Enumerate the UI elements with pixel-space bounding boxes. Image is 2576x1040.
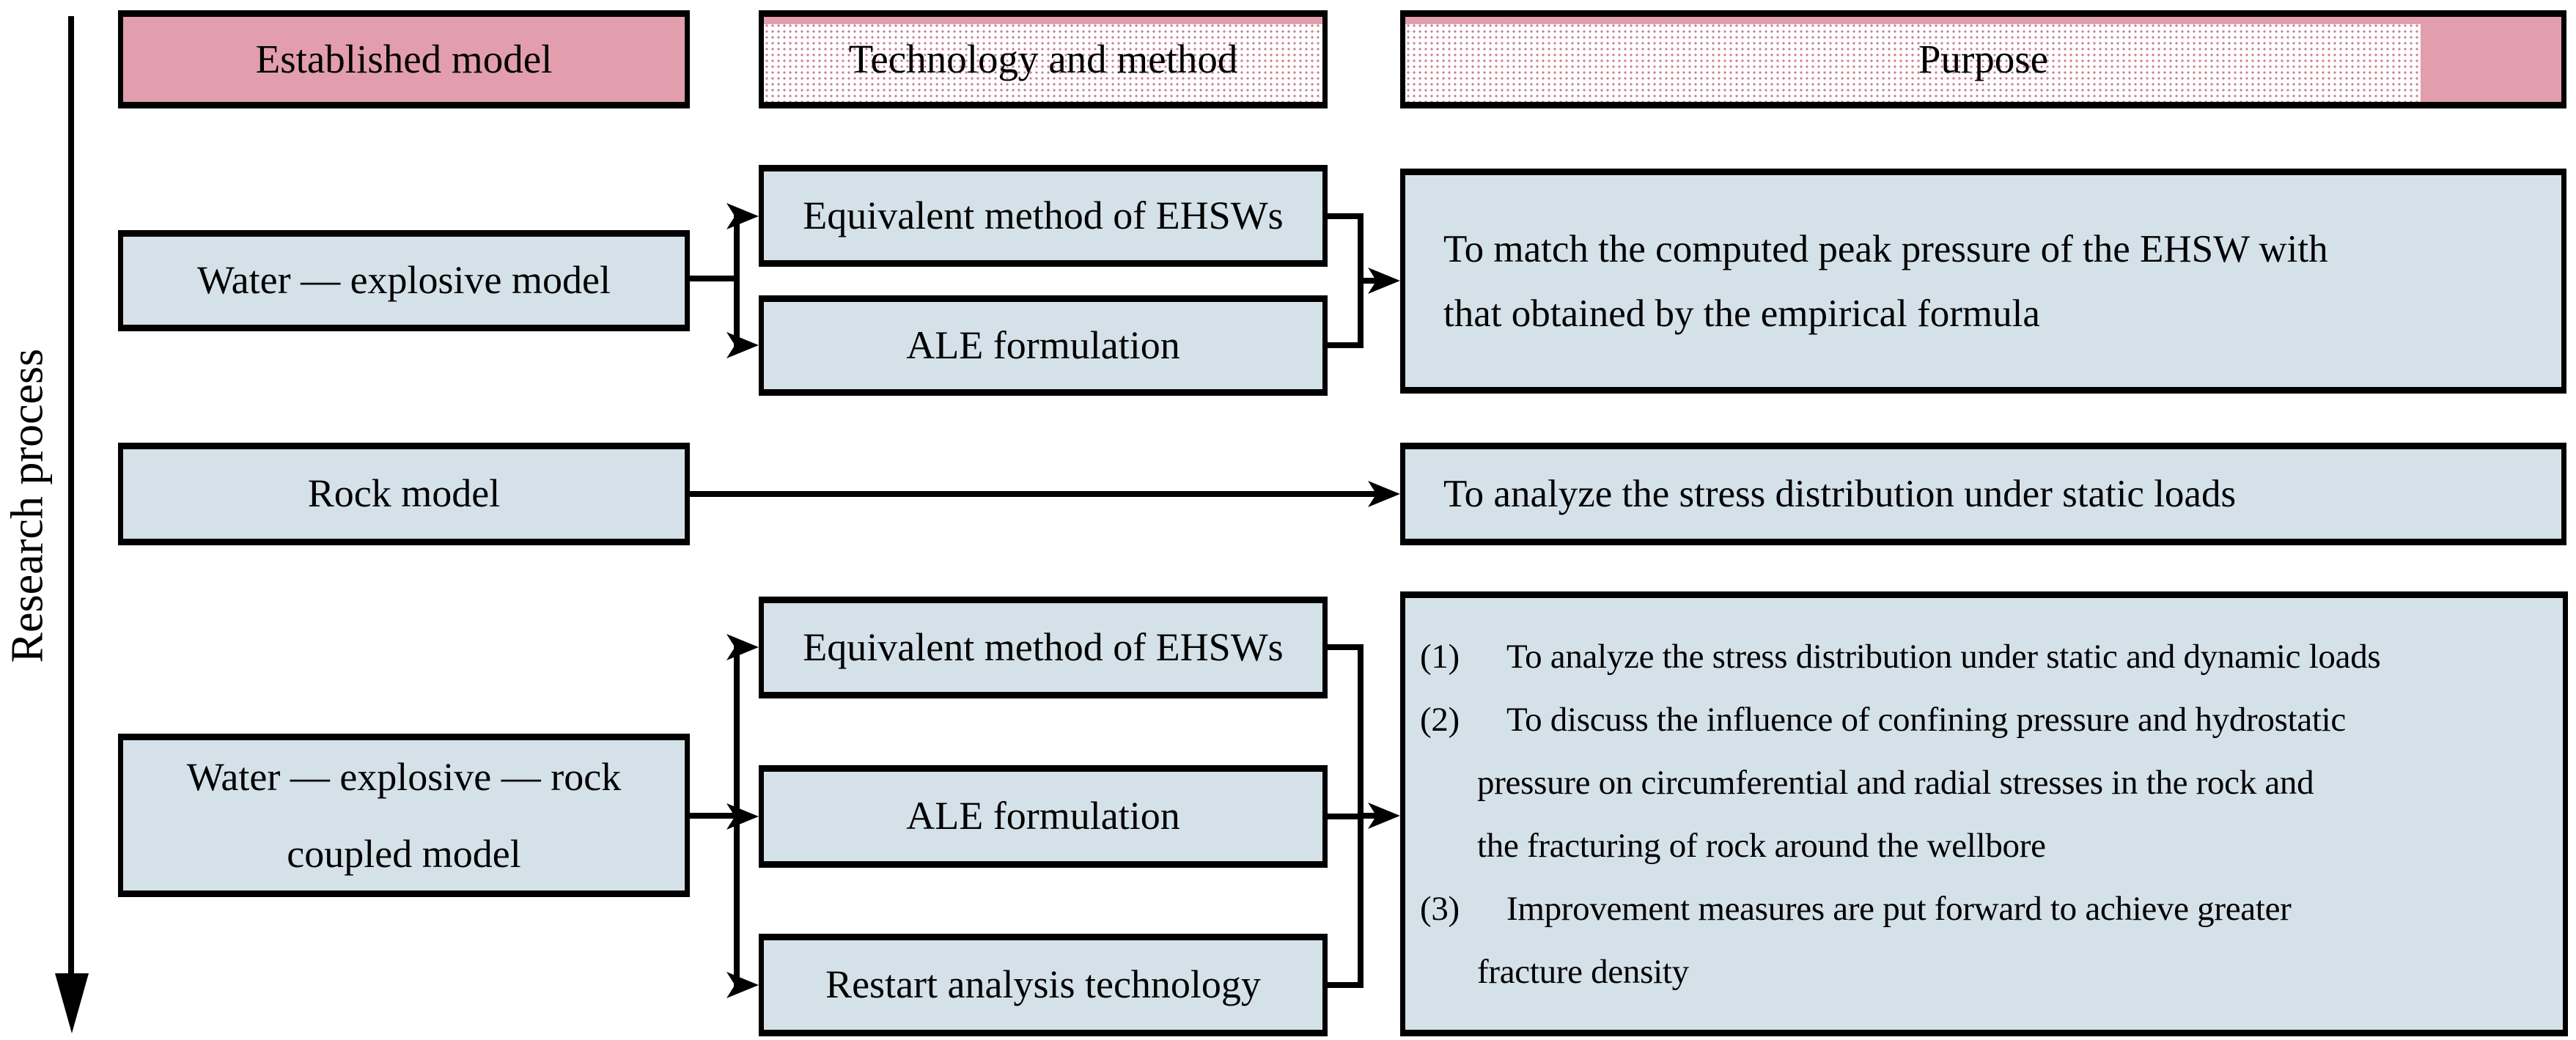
- connector-line: [690, 813, 740, 819]
- purpose-item-1: (1) To analyze the stress distribution un…: [1405, 625, 2555, 688]
- connector-line: [1328, 982, 1364, 988]
- research-process-axis-line: [68, 16, 74, 976]
- header-technology-and-method: Technology and method: [759, 10, 1328, 108]
- method-box-ale-formulation-1: ALE formulation: [759, 295, 1328, 396]
- method-box-restart-analysis: Restart analysis technology: [759, 934, 1328, 1036]
- method-box-ale-formulation-2-label: ALE formulation: [906, 794, 1180, 838]
- method-box-restart-analysis-label: Restart analysis technology: [825, 962, 1261, 1007]
- purpose-header-accent-strip: [2421, 17, 2561, 102]
- purpose-item-3-marker: (3): [1420, 889, 1460, 928]
- research-process-axis-arrowhead-down: [55, 973, 89, 1033]
- research-process-axis-label: Research process: [2, 348, 53, 663]
- header-purpose: Purpose: [1400, 10, 2566, 108]
- purpose-box-static-loads-text: To analyze the stress distribution under…: [1443, 472, 2237, 515]
- model-box-water-explosive-rock-coupled-label: Water — explosive — rock coupled model: [186, 754, 622, 876]
- method-box-equivalent-ehsws-2-label: Equivalent method of EHSWs: [803, 624, 1284, 669]
- model-box-water-explosive-rock-coupled: Water — explosive — rock coupled model: [118, 734, 690, 897]
- purpose-box-coupled-model: (1) To analyze the stress distribution un…: [1400, 591, 2568, 1036]
- purpose-item-2-marker: (2): [1420, 700, 1460, 739]
- connector-line: [1358, 278, 1380, 284]
- model-box-water-explosive: Water — explosive model: [118, 230, 690, 331]
- purpose-item-2-text: To discuss the influence of confining pr…: [1477, 700, 2346, 865]
- model-box-water-explosive-label: Water — explosive model: [197, 258, 611, 303]
- method-box-equivalent-ehsws-2: Equivalent method of EHSWs: [759, 597, 1328, 698]
- method-box-ale-formulation-1-label: ALE formulation: [906, 322, 1180, 367]
- header-established-model: Established model: [118, 10, 690, 108]
- purpose-box-static-loads: To analyze the stress distribution under…: [1400, 443, 2566, 545]
- arrowhead-right: [726, 972, 759, 998]
- method-box-equivalent-ehsws-1-label: Equivalent method of EHSWs: [803, 193, 1284, 237]
- connector-line: [1328, 644, 1364, 650]
- arrowhead-right: [726, 203, 759, 229]
- header-established-model-label: Established model: [255, 36, 553, 81]
- arrowhead-right: [726, 634, 759, 660]
- method-box-equivalent-ehsws-1: Equivalent method of EHSWs: [759, 165, 1328, 267]
- model-box-rock: Rock model: [118, 443, 690, 545]
- purpose-item-1-marker: (1): [1420, 637, 1460, 676]
- model-box-rock-label: Rock model: [307, 471, 501, 516]
- connector-line: [734, 213, 740, 348]
- purpose-box-match-peak-pressure: To match the computed peak pressure of t…: [1400, 169, 2566, 394]
- connector-line: [1328, 213, 1364, 219]
- connector-line: [690, 276, 740, 281]
- connector-line: [1328, 814, 1364, 819]
- header-technology-and-method-label: Technology and method: [848, 36, 1238, 81]
- purpose-item-1-text: To analyze the stress distribution under…: [1506, 637, 2381, 676]
- connector-line: [690, 491, 1377, 497]
- purpose-item-3-text: Improvement measures are put forward to …: [1477, 889, 2292, 991]
- arrowhead-right: [726, 332, 759, 358]
- connector-line: [1358, 813, 1380, 819]
- purpose-item-3: (3) Improvement measures are put forward …: [1405, 877, 2555, 1003]
- header-purpose-label: Purpose: [1918, 36, 2049, 81]
- connector-line: [1328, 342, 1364, 348]
- purpose-box-match-peak-pressure-text: To match the computed peak pressure of t…: [1443, 227, 2328, 335]
- purpose-item-2: (2) To discuss the influence of confining…: [1405, 688, 2555, 877]
- method-box-ale-formulation-2: ALE formulation: [759, 765, 1328, 868]
